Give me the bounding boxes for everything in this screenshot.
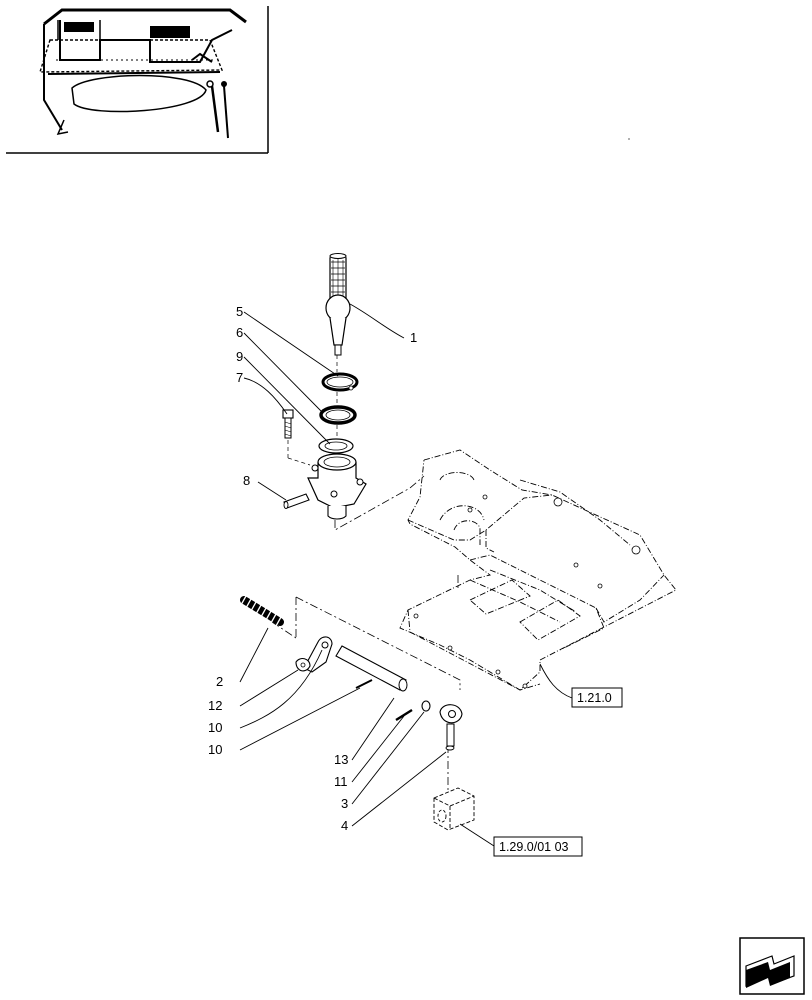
rod-end <box>439 704 463 751</box>
bushing <box>318 438 354 454</box>
callout-labels: 1 5 6 9 7 8 2 12 10 10 13 11 3 4 <box>208 304 417 833</box>
callout-10-upper: 10 <box>208 720 222 735</box>
housing-fixing-holes <box>413 494 641 689</box>
reference-housing-label: 1.21.0 <box>577 691 612 705</box>
callout-6: 6 <box>236 325 243 340</box>
reference-box-housing[interactable]: 1.21.0 <box>571 687 623 708</box>
spring <box>240 595 284 627</box>
alignment-lines <box>271 475 461 800</box>
callout-13: 13 <box>334 752 348 767</box>
callout-7: 7 <box>236 370 243 385</box>
small-pin <box>395 708 413 722</box>
shaft <box>335 645 408 692</box>
leader-lines <box>239 303 573 847</box>
reference-box-linkage[interactable]: 1.29.0/01 03 <box>493 836 583 857</box>
location-thumbnail <box>6 6 269 154</box>
callout-1: 1 <box>410 330 417 345</box>
clevis-block <box>433 787 475 831</box>
washer <box>319 405 357 425</box>
bolt <box>282 409 294 439</box>
callout-11: 11 <box>334 774 348 789</box>
scan-speck <box>628 138 630 140</box>
gear-lever <box>325 253 351 356</box>
bush <box>421 700 431 712</box>
transmission-housing <box>399 449 677 691</box>
selector-lever <box>295 636 333 673</box>
callout-3: 3 <box>341 796 348 811</box>
reference-linkage-label: 1.29.0/01 03 <box>499 840 569 854</box>
next-page-arrow-icon[interactable] <box>739 937 805 995</box>
callout-5: 5 <box>236 304 243 319</box>
pin <box>283 493 310 509</box>
callout-12: 12 <box>208 698 222 713</box>
callout-2: 2 <box>216 674 223 689</box>
callout-4: 4 <box>341 818 348 833</box>
callout-10-lower: 10 <box>208 742 222 757</box>
circlip <box>321 372 359 392</box>
lever-support <box>307 453 367 520</box>
callout-8: 8 <box>243 473 250 488</box>
callout-9: 9 <box>236 349 243 364</box>
